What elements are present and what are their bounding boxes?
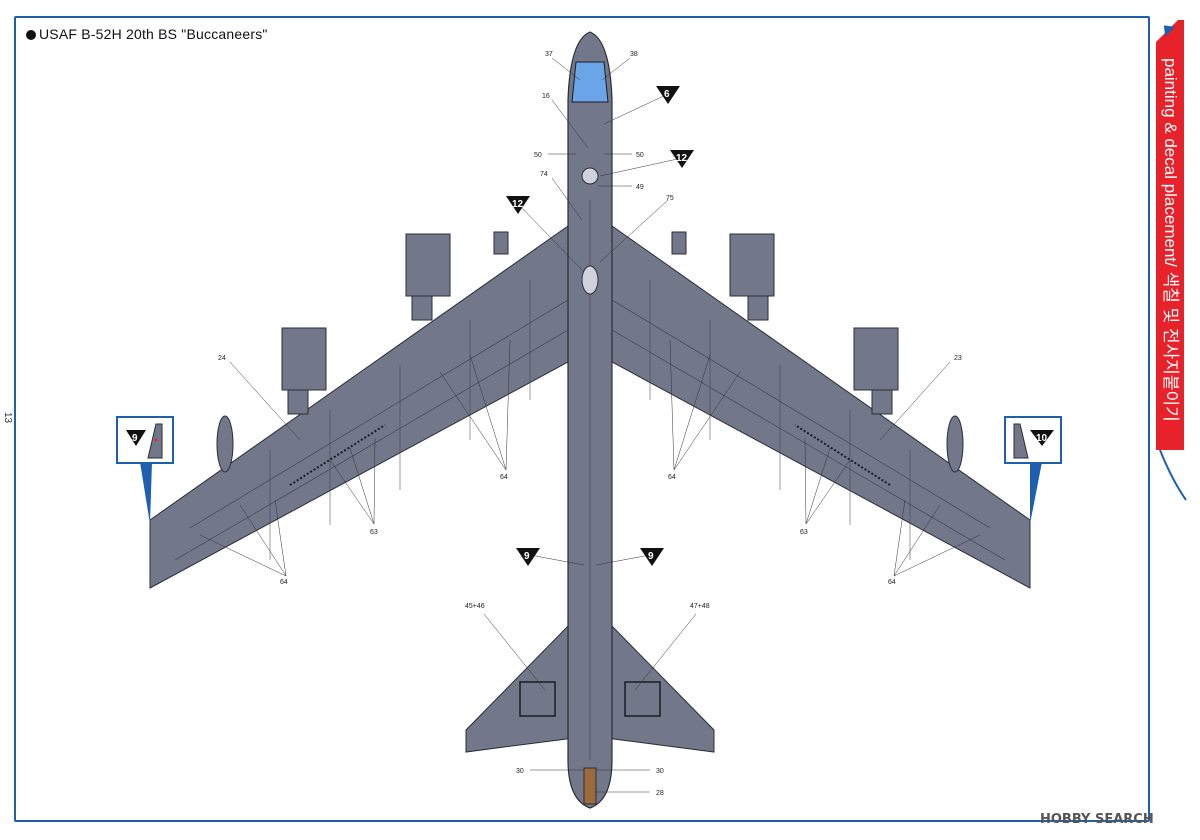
- leader-lines: [199, 57, 981, 793]
- page-frame: [14, 16, 1150, 822]
- left-inset-pointer: [140, 462, 152, 524]
- left-wing-ribs: [269, 280, 531, 560]
- svg-text:12: 12: [676, 153, 688, 164]
- right-wingtip-detail: 10: [1013, 423, 1054, 459]
- callout-50-left: 50: [534, 152, 542, 159]
- left-pylon: [493, 231, 509, 255]
- right-inner-engine-pod: [729, 233, 775, 321]
- tail-markings: [519, 681, 661, 717]
- watermark: HOBBY SEARCH: [1040, 812, 1154, 827]
- callout-64-center-right: 64: [668, 474, 676, 481]
- svg-text:9: 9: [648, 551, 654, 562]
- svg-text:9: 9: [524, 551, 530, 562]
- right-pylon: [671, 231, 687, 255]
- callout-30-right: 30: [656, 768, 664, 775]
- tab-swoosh: [1159, 449, 1187, 501]
- side-tab-bar: [1156, 20, 1184, 450]
- right-spoiler-row: [794, 424, 891, 486]
- right-outer-engine-pod: [853, 327, 899, 415]
- svg-text:6: 6: [664, 89, 670, 100]
- side-tab: painting & decal placement/ 색칠 및 전사지붙이기: [1156, 20, 1184, 450]
- left-inner-engine-pod: [405, 233, 451, 321]
- antenna-disk: [581, 167, 599, 185]
- marker-9-right: 9: [640, 548, 664, 566]
- callout-75: 75: [666, 195, 674, 202]
- marker-12-lower: 12: [506, 196, 530, 214]
- callout-37: 37: [545, 51, 553, 58]
- right-inset-pointer: [1030, 462, 1042, 524]
- left-spoiler-row: [289, 424, 386, 486]
- svg-text:12: 12: [512, 199, 524, 210]
- left-wingtip-inset: 9: [116, 416, 174, 464]
- scheme-title: USAF B-52H 20th BS "Buccaneers": [26, 26, 268, 42]
- tail-gun-turret: [583, 767, 597, 805]
- left-wingtip-detail: 9: [126, 423, 163, 459]
- callout-64-outer-right: 64: [888, 579, 896, 586]
- callout-63-left: 63: [370, 529, 378, 536]
- callout-28: 28: [656, 790, 664, 797]
- callout-24: 24: [218, 355, 226, 362]
- left-tip-tank: [216, 415, 234, 473]
- right-wing: [611, 225, 1031, 589]
- callout-64-center-left: 64: [500, 474, 508, 481]
- callout-74: 74: [540, 171, 548, 178]
- right-tip-tank: [946, 415, 964, 473]
- callout-16: 16: [542, 93, 550, 100]
- left-outer-engine-pod: [281, 327, 327, 415]
- callout-30-left: 30: [516, 768, 524, 775]
- callout-47-48: 47+48: [690, 603, 710, 610]
- marker-9-left: 9: [516, 548, 540, 566]
- air-refuel-receptacle: [581, 265, 599, 295]
- right-wing-panel-lines: [611, 299, 1006, 561]
- right-wingtip-inset: 10: [1004, 416, 1062, 464]
- bullet-icon: [26, 30, 36, 40]
- callout-64-outer-left: 64: [280, 579, 288, 586]
- canopy: [571, 61, 609, 103]
- scheme-title-text: USAF B-52H 20th BS "Buccaneers": [39, 26, 268, 42]
- right-wing-ribs: [649, 280, 911, 560]
- callout-49: 49: [636, 184, 644, 191]
- callout-63-right: 63: [800, 529, 808, 536]
- callout-38: 38: [630, 51, 638, 58]
- marker-12-upper: 12: [670, 150, 694, 168]
- marker-9-inset: 9: [132, 433, 138, 444]
- left-wing-panel-lines: [174, 299, 569, 561]
- marker-10-inset: 10: [1036, 433, 1048, 444]
- callout-23: 23: [954, 355, 962, 362]
- callout-45-46: 45+46: [465, 603, 485, 610]
- marker-6: 6: [656, 86, 680, 104]
- callout-50-right: 50: [636, 152, 644, 159]
- left-wing: [149, 225, 569, 589]
